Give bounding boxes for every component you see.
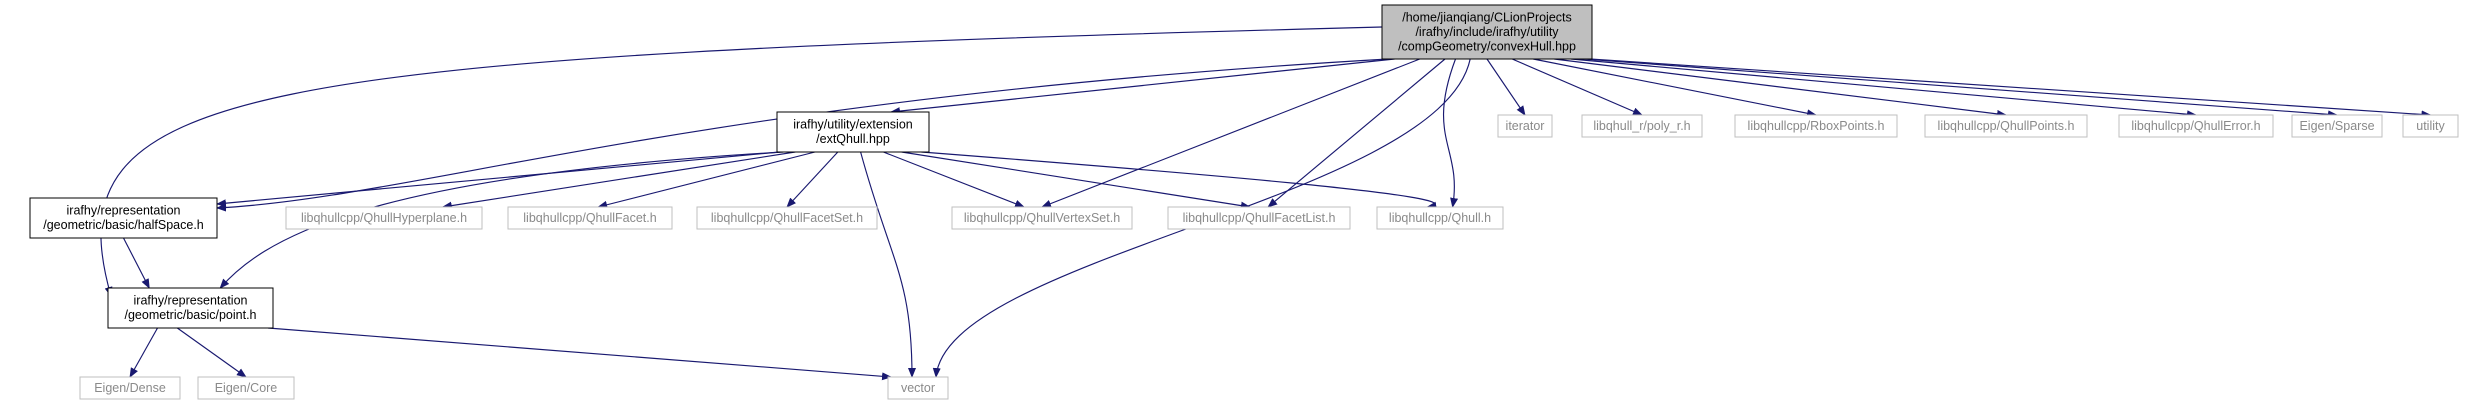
node-label-root-line-2: /compGeometry/convexHull.hpp bbox=[1398, 39, 1576, 53]
node-utility: utility bbox=[2402, 114, 2459, 138]
edge-exthull-to-facetset bbox=[786, 151, 839, 208]
node-polyr: libqhull_r/poly_r.h bbox=[1581, 114, 1703, 138]
node-vector: vector bbox=[887, 376, 949, 400]
node-facet: libqhullcpp/QhullFacet.h bbox=[507, 206, 673, 230]
node-box-qerror bbox=[2118, 114, 2274, 138]
edge-root-to-rbox bbox=[1533, 58, 1817, 118]
node-hyper: libqhullcpp/QhullHyperplane.h bbox=[285, 206, 483, 230]
node-box-rbox bbox=[1734, 114, 1898, 138]
nodes-layer: /home/jianqiang/CLionProjects/irafhy/inc… bbox=[29, 4, 2459, 400]
node-halfspace[interactable]: irafhy/representation/geometric/basic/ha… bbox=[29, 197, 218, 239]
node-root[interactable]: /home/jianqiang/CLionProjects/irafhy/inc… bbox=[1381, 4, 1593, 60]
node-box-utility bbox=[2402, 114, 2459, 138]
edge-point-to-vector bbox=[268, 327, 892, 381]
edge-point-to-core bbox=[176, 327, 247, 378]
node-box-facetlist bbox=[1167, 206, 1351, 230]
edge-root-to-qhull bbox=[1442, 58, 1459, 208]
node-label-iterator-line-0: iterator bbox=[1506, 119, 1545, 133]
node-box-polyr bbox=[1581, 114, 1703, 138]
node-label-facetset-line-0: libqhullcpp/QhullFacetSet.h bbox=[711, 211, 863, 225]
node-label-sparse-line-0: Eigen/Sparse bbox=[2299, 119, 2374, 133]
node-label-exthull-line-1: /extQhull.hpp bbox=[816, 132, 890, 146]
edge-root-to-exthull bbox=[890, 58, 1395, 116]
node-box-core bbox=[197, 376, 295, 400]
node-iterator: iterator bbox=[1497, 114, 1553, 138]
node-label-hyper-line-0: libqhullcpp/QhullHyperplane.h bbox=[301, 211, 467, 225]
node-label-facetlist-line-0: libqhullcpp/QhullFacetList.h bbox=[1183, 211, 1336, 225]
node-box-facetset bbox=[696, 206, 878, 230]
node-box-point bbox=[107, 287, 274, 329]
node-box-vector bbox=[887, 376, 949, 400]
edge-exthull-to-qhull bbox=[921, 151, 1437, 210]
node-dense: Eigen/Dense bbox=[79, 376, 181, 400]
node-box-exthull bbox=[776, 111, 930, 153]
edge-root-to-vertexset bbox=[1041, 58, 1421, 208]
node-label-polyr-line-0: libqhull_r/poly_r.h bbox=[1593, 119, 1690, 133]
node-facetset: libqhullcpp/QhullFacetSet.h bbox=[696, 206, 878, 230]
node-label-point-line-1: /geometric/basic/point.h bbox=[124, 308, 256, 322]
node-label-point-line-0: irafhy/representation bbox=[134, 294, 248, 308]
edge-exthull-to-halfspace bbox=[216, 151, 781, 208]
node-label-exthull-line-0: irafhy/utility/extension bbox=[793, 118, 913, 132]
node-box-facet bbox=[507, 206, 673, 230]
node-box-halfspace bbox=[29, 197, 218, 239]
edge-root-to-sparse bbox=[1583, 58, 2338, 119]
node-qpoints: libqhullcpp/QhullPoints.h bbox=[1924, 114, 2088, 138]
node-label-rbox-line-0: libqhullcpp/RboxPoints.h bbox=[1748, 119, 1885, 133]
edge-root-to-facetlist bbox=[1267, 58, 1446, 208]
edge-root-to-point bbox=[100, 26, 1383, 297]
edge-root-to-polyr bbox=[1511, 58, 1643, 116]
edge-root-to-qpoints bbox=[1554, 58, 2007, 118]
edge-root-to-qerror bbox=[1570, 58, 2197, 119]
node-qhull: libqhullcpp/Qhull.h bbox=[1376, 206, 1504, 230]
edge-root-to-utility bbox=[1589, 58, 2432, 119]
node-label-vertexset-line-0: libqhullcpp/QhullVertexSet.h bbox=[964, 211, 1120, 225]
node-exthull[interactable]: irafhy/utility/extension/extQhull.hpp bbox=[776, 111, 930, 153]
node-box-vertexset bbox=[951, 206, 1133, 230]
node-label-core-line-0: Eigen/Core bbox=[215, 381, 278, 395]
node-label-root-line-0: /home/jianqiang/CLionProjects bbox=[1402, 10, 1572, 24]
node-box-qpoints bbox=[1924, 114, 2088, 138]
node-label-facet-line-0: libqhullcpp/QhullFacet.h bbox=[523, 211, 656, 225]
edge-exthull-to-hyper bbox=[441, 151, 796, 210]
edge-exthull-to-facetlist bbox=[901, 151, 1251, 210]
edge-exthull-to-vector bbox=[860, 151, 916, 378]
node-label-utility-line-0: utility bbox=[2416, 119, 2445, 133]
node-box-sparse bbox=[2291, 114, 2383, 138]
node-qerror: libqhullcpp/QhullError.h bbox=[2118, 114, 2274, 138]
node-label-halfspace-line-0: irafhy/representation bbox=[67, 204, 181, 218]
node-box-hyper bbox=[285, 206, 483, 230]
node-box-iterator bbox=[1497, 114, 1553, 138]
node-box-root bbox=[1381, 4, 1593, 60]
node-rbox: libqhullcpp/RboxPoints.h bbox=[1734, 114, 1898, 138]
edge-exthull-to-vertexset bbox=[883, 151, 1025, 208]
edges-layer bbox=[100, 26, 2432, 381]
node-point[interactable]: irafhy/representation/geometric/basic/po… bbox=[107, 287, 274, 329]
node-label-vector-line-0: vector bbox=[901, 381, 935, 395]
edge-halfspace-to-point bbox=[122, 237, 150, 289]
node-sparse: Eigen/Sparse bbox=[2291, 114, 2383, 138]
node-label-dense-line-0: Eigen/Dense bbox=[94, 381, 166, 395]
node-facetlist: libqhullcpp/QhullFacetList.h bbox=[1167, 206, 1351, 230]
edge-root-to-iterator bbox=[1486, 58, 1526, 116]
edge-point-to-dense bbox=[129, 327, 159, 378]
node-box-qhull bbox=[1376, 206, 1504, 230]
node-core: Eigen/Core bbox=[197, 376, 295, 400]
node-box-dense bbox=[79, 376, 181, 400]
node-label-root-line-1: /irafhy/include/irafhy/utility bbox=[1415, 25, 1559, 39]
edge-root-to-halfspace bbox=[216, 58, 1389, 212]
node-vertexset: libqhullcpp/QhullVertexSet.h bbox=[951, 206, 1133, 230]
node-label-qerror-line-0: libqhullcpp/QhullError.h bbox=[2131, 119, 2260, 133]
node-label-halfspace-line-1: /geometric/basic/halfSpace.h bbox=[43, 218, 204, 232]
node-label-qpoints-line-0: libqhullcpp/QhullPoints.h bbox=[1938, 119, 2075, 133]
node-label-qhull-line-0: libqhullcpp/Qhull.h bbox=[1389, 211, 1491, 225]
edge-exthull-to-facet bbox=[597, 151, 816, 209]
